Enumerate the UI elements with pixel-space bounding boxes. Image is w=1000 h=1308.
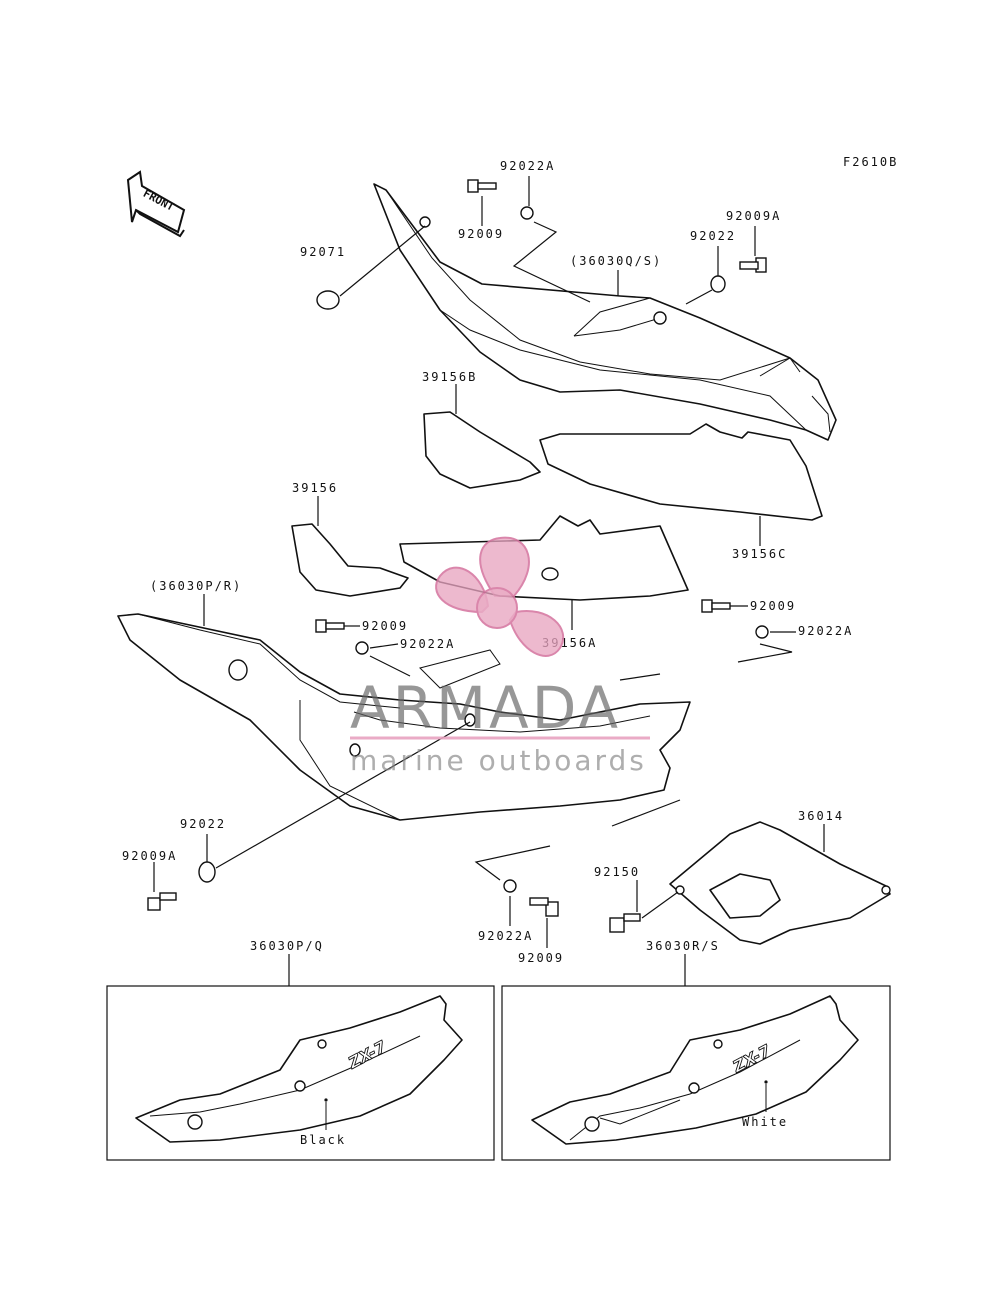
label-92022A-right: 92022A (798, 624, 853, 638)
grommet-92071 (316, 290, 340, 310)
washer-92022-right (710, 275, 726, 293)
bolt-92009-mid (315, 619, 345, 633)
upper-seat-cowl (373, 183, 837, 441)
grommet-92022A-right (755, 625, 769, 639)
label-36030PR: (36030P/R) (150, 579, 242, 593)
label-92009-right: 92009 (750, 599, 796, 613)
grommet-92022A-top (520, 206, 534, 220)
grommet-92022A-bottom (503, 879, 517, 893)
front-arrow-icon: FRONT (126, 170, 186, 238)
label-39156C: 39156C (732, 547, 787, 561)
label-92022-left: 92022 (180, 817, 226, 831)
label-92009-mid: 92009 (362, 619, 408, 633)
label-39156: 39156 (292, 481, 338, 495)
label-92009A-right: 92009A (726, 209, 781, 223)
label-92022-right: 92022 (690, 229, 736, 243)
watermark-tagline: marine outboards (350, 744, 647, 777)
pad-39156C (539, 423, 823, 521)
label-92150: 92150 (594, 865, 640, 879)
lower-side-cover (117, 613, 691, 821)
variant-cover-black: ZX-7 Black (135, 995, 463, 1147)
color-label-black: Black (300, 1133, 346, 1147)
figure-id: F2610B (843, 155, 898, 169)
label-36014: 36014 (798, 809, 844, 823)
color-label-white: White (742, 1115, 788, 1129)
label-92071: 92071 (300, 245, 346, 259)
bolt-92009-top (467, 179, 497, 193)
label-92022A-top: 92022A (500, 159, 555, 173)
bolt-92150 (609, 913, 641, 933)
label-variant-left: 36030P/Q (250, 939, 324, 953)
label-36030QS: (36030Q/S) (570, 254, 662, 268)
bolt-92009-bottom (529, 897, 559, 917)
grommet-92022A-mid (355, 641, 369, 655)
label-92009A-left: 92009A (122, 849, 177, 863)
variant-box-left (106, 985, 495, 1161)
variant-box-right (501, 985, 891, 1161)
label-92022A-mid: 92022A (400, 637, 455, 651)
label-variant-right: 36030R/S (646, 939, 720, 953)
bolt-92009A-left (147, 892, 177, 911)
bolt-92009-right (701, 599, 731, 613)
pad-39156B (423, 411, 541, 489)
propeller-icon (435, 536, 565, 657)
watermark: ARMADA marine outboards (350, 536, 650, 777)
label-39156B: 39156B (422, 370, 477, 384)
pad-39156 (291, 523, 409, 597)
variant-cover-white: ZX-7 White (531, 995, 859, 1145)
pad-hole (541, 567, 559, 581)
washer-92022-left (198, 861, 216, 883)
label-92009-bottom: 92009 (518, 951, 564, 965)
label-92009-top: 92009 (458, 227, 504, 241)
leader-lines (153, 176, 825, 986)
watermark-brand: ARMADA (350, 674, 621, 742)
label-92022A-bottom: 92022A (478, 929, 533, 943)
bracket-36014 (669, 821, 891, 945)
bolt-92009A-right (739, 257, 767, 273)
